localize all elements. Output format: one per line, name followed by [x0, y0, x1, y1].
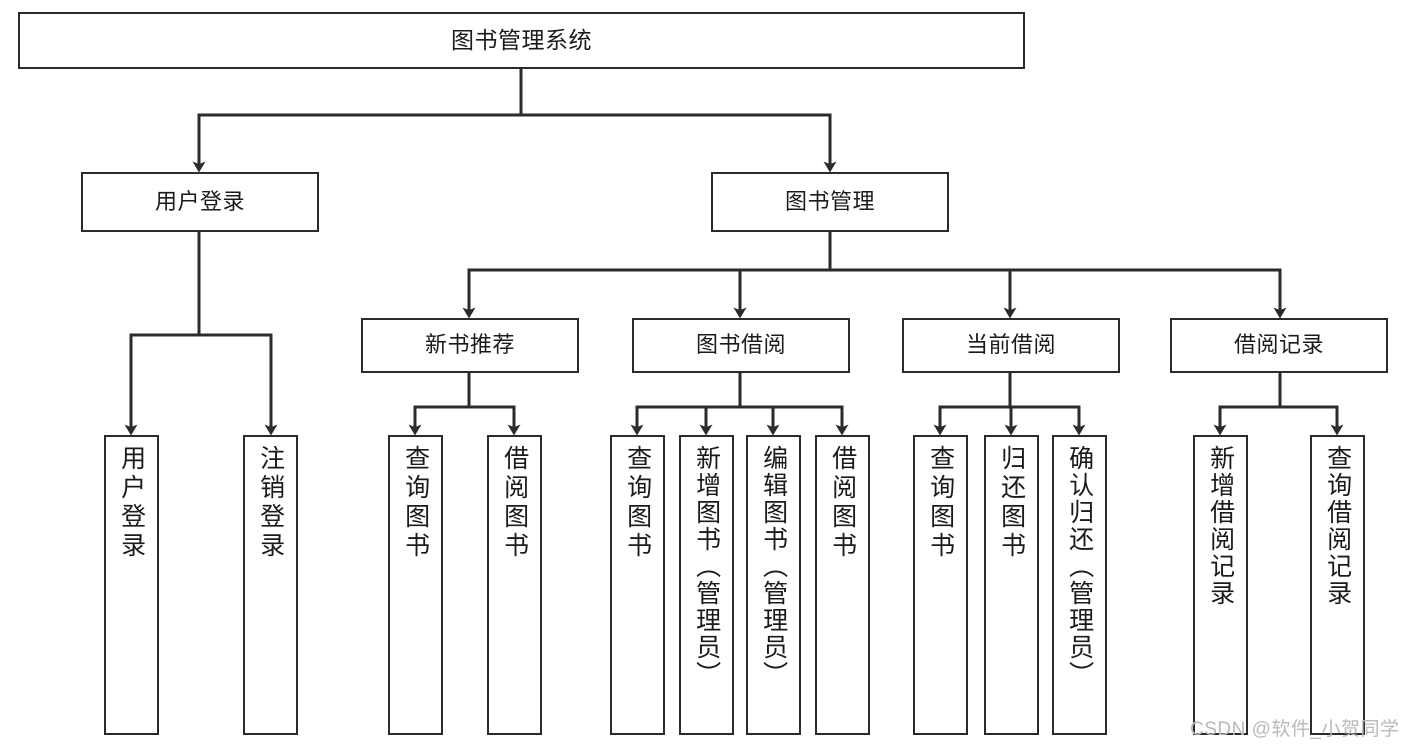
node-leaf-query-book-1[interactable]: 查询图书	[388, 435, 443, 735]
node-label: 注销登录	[256, 445, 285, 561]
node-borrow-record[interactable]: 借阅记录	[1170, 318, 1388, 373]
node-label: 用户登录	[117, 445, 146, 561]
node-leaf-query-record[interactable]: 查询借阅记录	[1310, 435, 1365, 735]
node-book-manage[interactable]: 图书管理	[711, 172, 949, 232]
node-label: 新增借阅记录	[1206, 445, 1235, 607]
node-current-borrow[interactable]: 当前借阅	[902, 318, 1120, 373]
node-label: 图书管理	[784, 188, 875, 214]
node-label: 新书推荐	[424, 332, 515, 358]
node-label: 图书管理系统	[451, 27, 592, 54]
node-leaf-confirm-return[interactable]: 确认归还（管理员）	[1052, 435, 1107, 735]
node-leaf-edit-book[interactable]: 编辑图书（管理员）	[746, 435, 801, 735]
node-leaf-logout[interactable]: 注销登录	[243, 435, 298, 735]
node-label: 确认归还（管理员）	[1065, 445, 1094, 688]
node-leaf-borrow-book-2[interactable]: 借阅图书	[815, 435, 870, 735]
node-label: 编辑图书（管理员）	[759, 445, 788, 688]
node-leaf-add-record[interactable]: 新增借阅记录	[1193, 435, 1248, 735]
node-leaf-return-book[interactable]: 归还图书	[984, 435, 1039, 735]
node-book-borrow[interactable]: 图书借阅	[632, 318, 850, 373]
node-leaf-query-book-2[interactable]: 查询图书	[610, 435, 665, 735]
node-new-book-rec[interactable]: 新书推荐	[361, 318, 579, 373]
node-leaf-add-book[interactable]: 新增图书（管理员）	[679, 435, 734, 735]
node-label: 借阅图书	[828, 445, 857, 561]
node-leaf-borrow-book-1[interactable]: 借阅图书	[487, 435, 542, 735]
csdn-watermark: CSDN @软件_小贺同学	[1190, 719, 1400, 740]
node-root-system[interactable]: 图书管理系统	[18, 12, 1025, 69]
node-label: 查询图书	[623, 445, 652, 561]
node-label: 用户登录	[154, 188, 245, 214]
node-label: 借阅图书	[500, 445, 529, 561]
node-label: 新增图书（管理员）	[692, 445, 721, 688]
node-label: 借阅记录	[1233, 332, 1324, 358]
node-label: 查询图书	[401, 445, 430, 561]
node-user-login[interactable]: 用户登录	[81, 172, 319, 232]
node-label: 查询图书	[926, 445, 955, 561]
node-leaf-user-login[interactable]: 用户登录	[104, 435, 159, 735]
node-label: 查询借阅记录	[1323, 445, 1352, 607]
node-label: 归还图书	[997, 445, 1026, 561]
node-leaf-query-book-3[interactable]: 查询图书	[913, 435, 968, 735]
node-label: 图书借阅	[695, 332, 786, 358]
node-label: 当前借阅	[965, 332, 1056, 358]
